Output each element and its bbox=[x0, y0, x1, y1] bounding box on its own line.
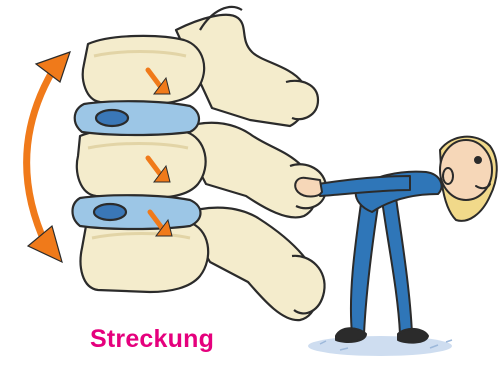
caption-label: Streckung bbox=[90, 325, 214, 354]
vertebra-middle bbox=[77, 128, 206, 198]
cartoon-figure bbox=[295, 137, 497, 343]
disc-upper bbox=[75, 101, 199, 135]
floor-shadow bbox=[308, 336, 452, 356]
vertebral-bodies bbox=[77, 36, 208, 292]
disc-lower bbox=[73, 195, 201, 229]
vertebra-top bbox=[83, 36, 204, 104]
double-headed-arc-arrow-icon bbox=[27, 52, 70, 262]
